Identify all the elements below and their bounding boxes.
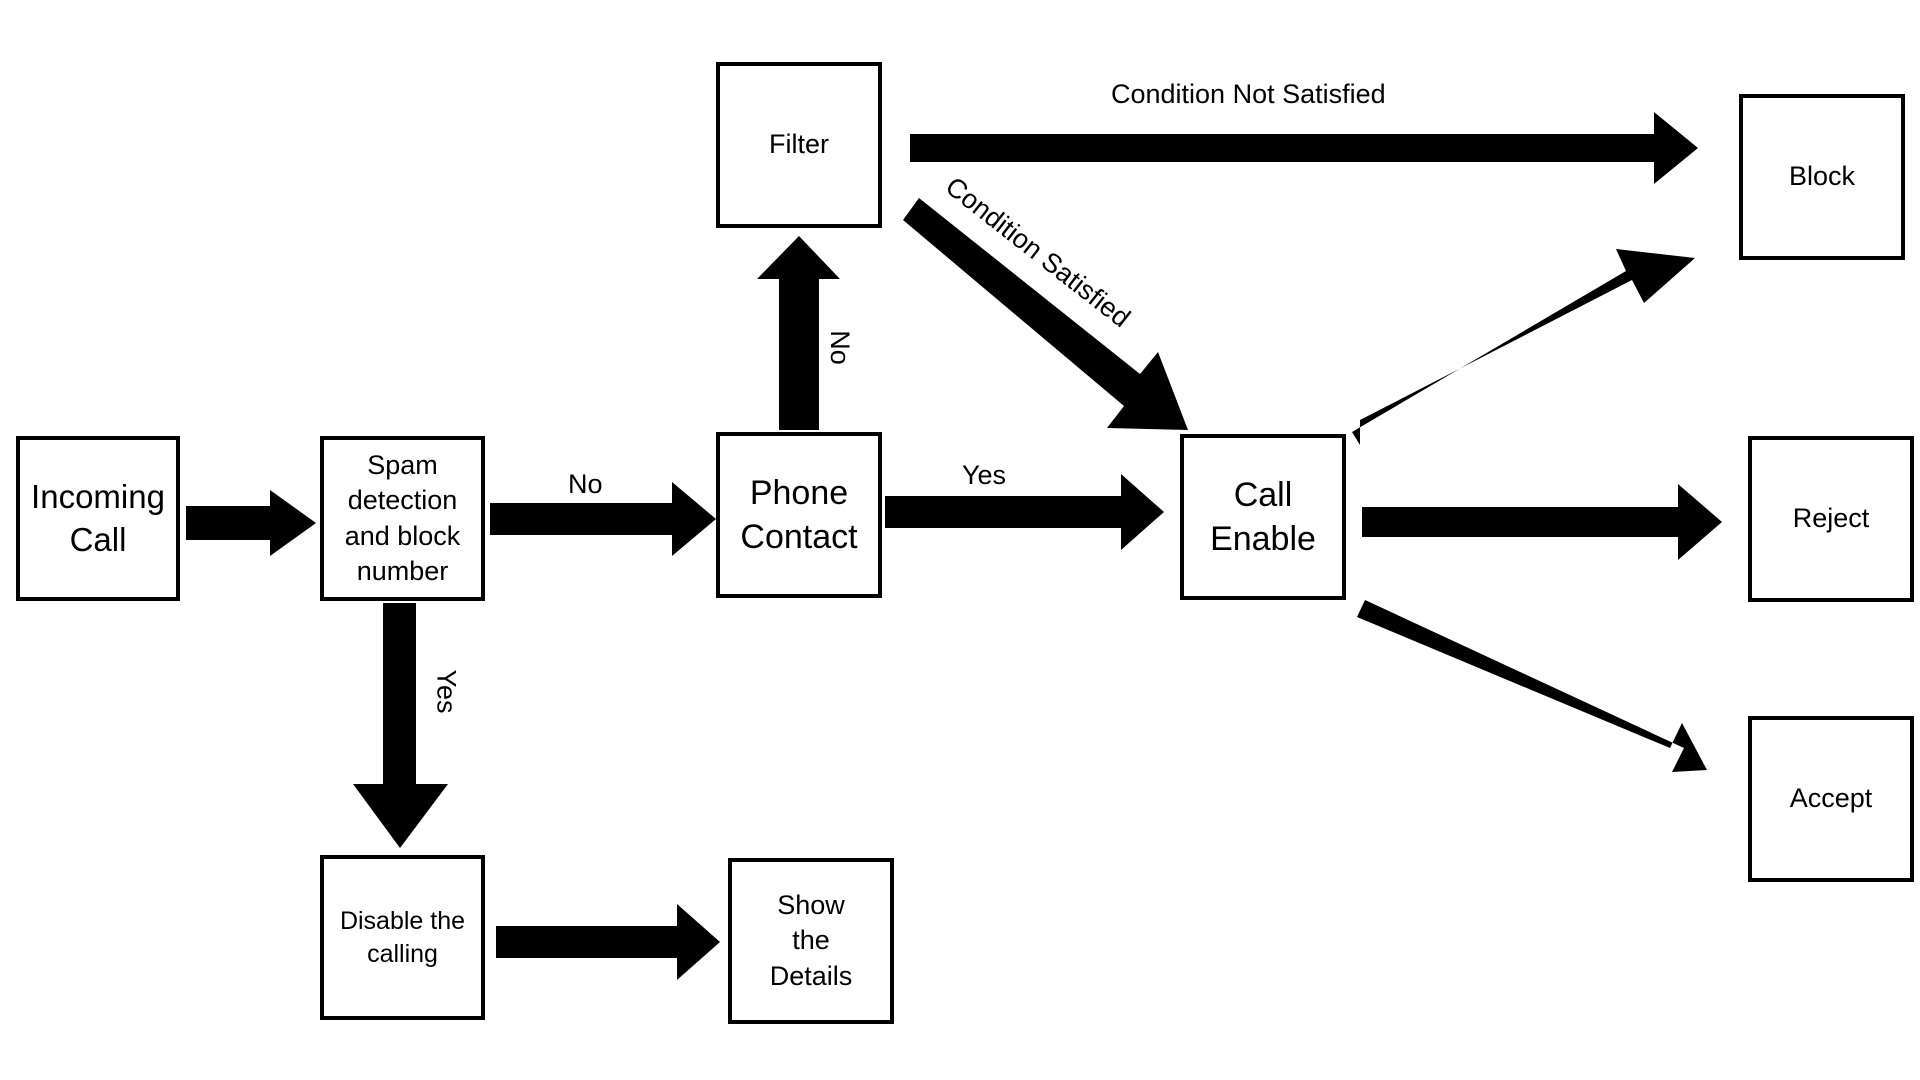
node-filter: Filter <box>716 62 882 228</box>
node-spam-detection-label: Spam detection and block number <box>344 450 461 586</box>
arrow-spam-to-disable <box>353 603 448 848</box>
arrow-incoming-to-spam <box>186 490 316 556</box>
edge-label-contact-yes: Yes <box>962 460 1007 490</box>
node-incoming-call-label: Incoming Call <box>31 477 165 558</box>
arrow-enable-to-block <box>1352 249 1695 445</box>
arrow-spam-to-contact <box>490 482 716 556</box>
node-reject-label: Reject <box>1792 503 1870 534</box>
arrow-contact-to-filter <box>757 236 840 430</box>
edge-label-spam-yes: Yes <box>431 669 462 714</box>
arrow-filter-to-enable <box>903 198 1188 430</box>
node-filter-label: Filter <box>769 129 829 160</box>
node-accept-label: Accept <box>1789 783 1873 814</box>
node-reject: Reject <box>1748 436 1914 602</box>
arrow-disable-to-details <box>496 904 720 980</box>
node-block: Block <box>1739 94 1905 260</box>
node-show-details: Show the Details <box>728 858 894 1024</box>
node-phone-contact-label: Phone Contact <box>740 473 858 556</box>
arrow-filter-to-block <box>910 112 1698 184</box>
edge-label-condition-not-satisfied: Condition Not Satisfied <box>1111 79 1386 109</box>
node-block-label: Block <box>1788 161 1856 192</box>
node-call-enable: Call Enable <box>1180 434 1346 600</box>
node-disable-calling: Disable the calling <box>320 855 485 1020</box>
arrow-contact-to-enable <box>885 474 1164 550</box>
node-phone-contact: Phone Contact <box>716 432 882 598</box>
node-show-details-label: Show the Details <box>769 890 853 991</box>
node-accept: Accept <box>1748 716 1914 882</box>
node-disable-calling-label: Disable the calling <box>339 907 466 968</box>
arrow-enable-to-accept <box>1357 600 1707 772</box>
node-spam-detection: Spam detection and block number <box>320 436 485 601</box>
edge-label-spam-no: No <box>568 469 603 499</box>
node-call-enable-label: Call Enable <box>1210 475 1316 558</box>
node-incoming-call: Incoming Call <box>16 436 180 601</box>
arrow-enable-to-reject <box>1362 484 1722 560</box>
edge-label-contact-no: No <box>824 330 855 365</box>
